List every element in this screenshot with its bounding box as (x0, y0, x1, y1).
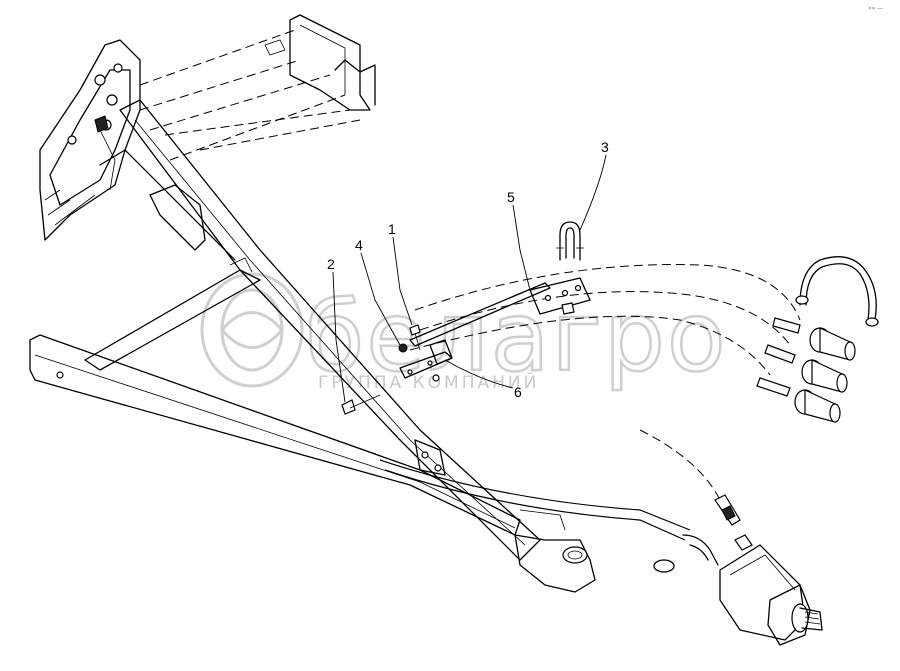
coupling-3 (794, 389, 841, 423)
callout-3: 3 (601, 139, 609, 155)
callout-6: 6 (514, 384, 522, 400)
leader-3 (579, 154, 607, 231)
bolt-part-2 (341, 394, 381, 415)
callout-labels: 1 2 3 4 5 6 (327, 139, 609, 400)
callout-leaders (332, 154, 607, 403)
hydraulic-couplings (756, 317, 856, 423)
callout-5: 5 (507, 189, 515, 205)
callout-4: 4 (355, 237, 363, 253)
small-nut-near-bracket (432, 374, 440, 382)
leader-5 (512, 204, 531, 291)
leader-4 (360, 252, 401, 346)
hose-clamp (795, 256, 879, 327)
leader-2 (332, 271, 346, 403)
callout-2: 2 (327, 256, 335, 272)
bolt-part-1 (409, 324, 421, 351)
mount-bracket (399, 339, 453, 379)
hitch-mount-plate (39, 39, 141, 241)
leader-6 (444, 359, 514, 389)
hydraulic-hoses (379, 264, 801, 541)
coupling-1 (809, 327, 856, 361)
watermark-logo-icon (200, 272, 304, 388)
callout-1: 1 (388, 221, 396, 237)
corner-mark: «» — (868, 5, 883, 12)
nut-part-4 (398, 343, 408, 353)
hydraulic-pump (653, 494, 823, 646)
drawbar-frame (29, 99, 596, 593)
leader-1 (392, 236, 413, 326)
top-frame (139, 14, 376, 161)
bracket-strip (409, 277, 591, 347)
u-bolt-part-3 (556, 221, 584, 261)
coupling-2 (801, 359, 848, 393)
